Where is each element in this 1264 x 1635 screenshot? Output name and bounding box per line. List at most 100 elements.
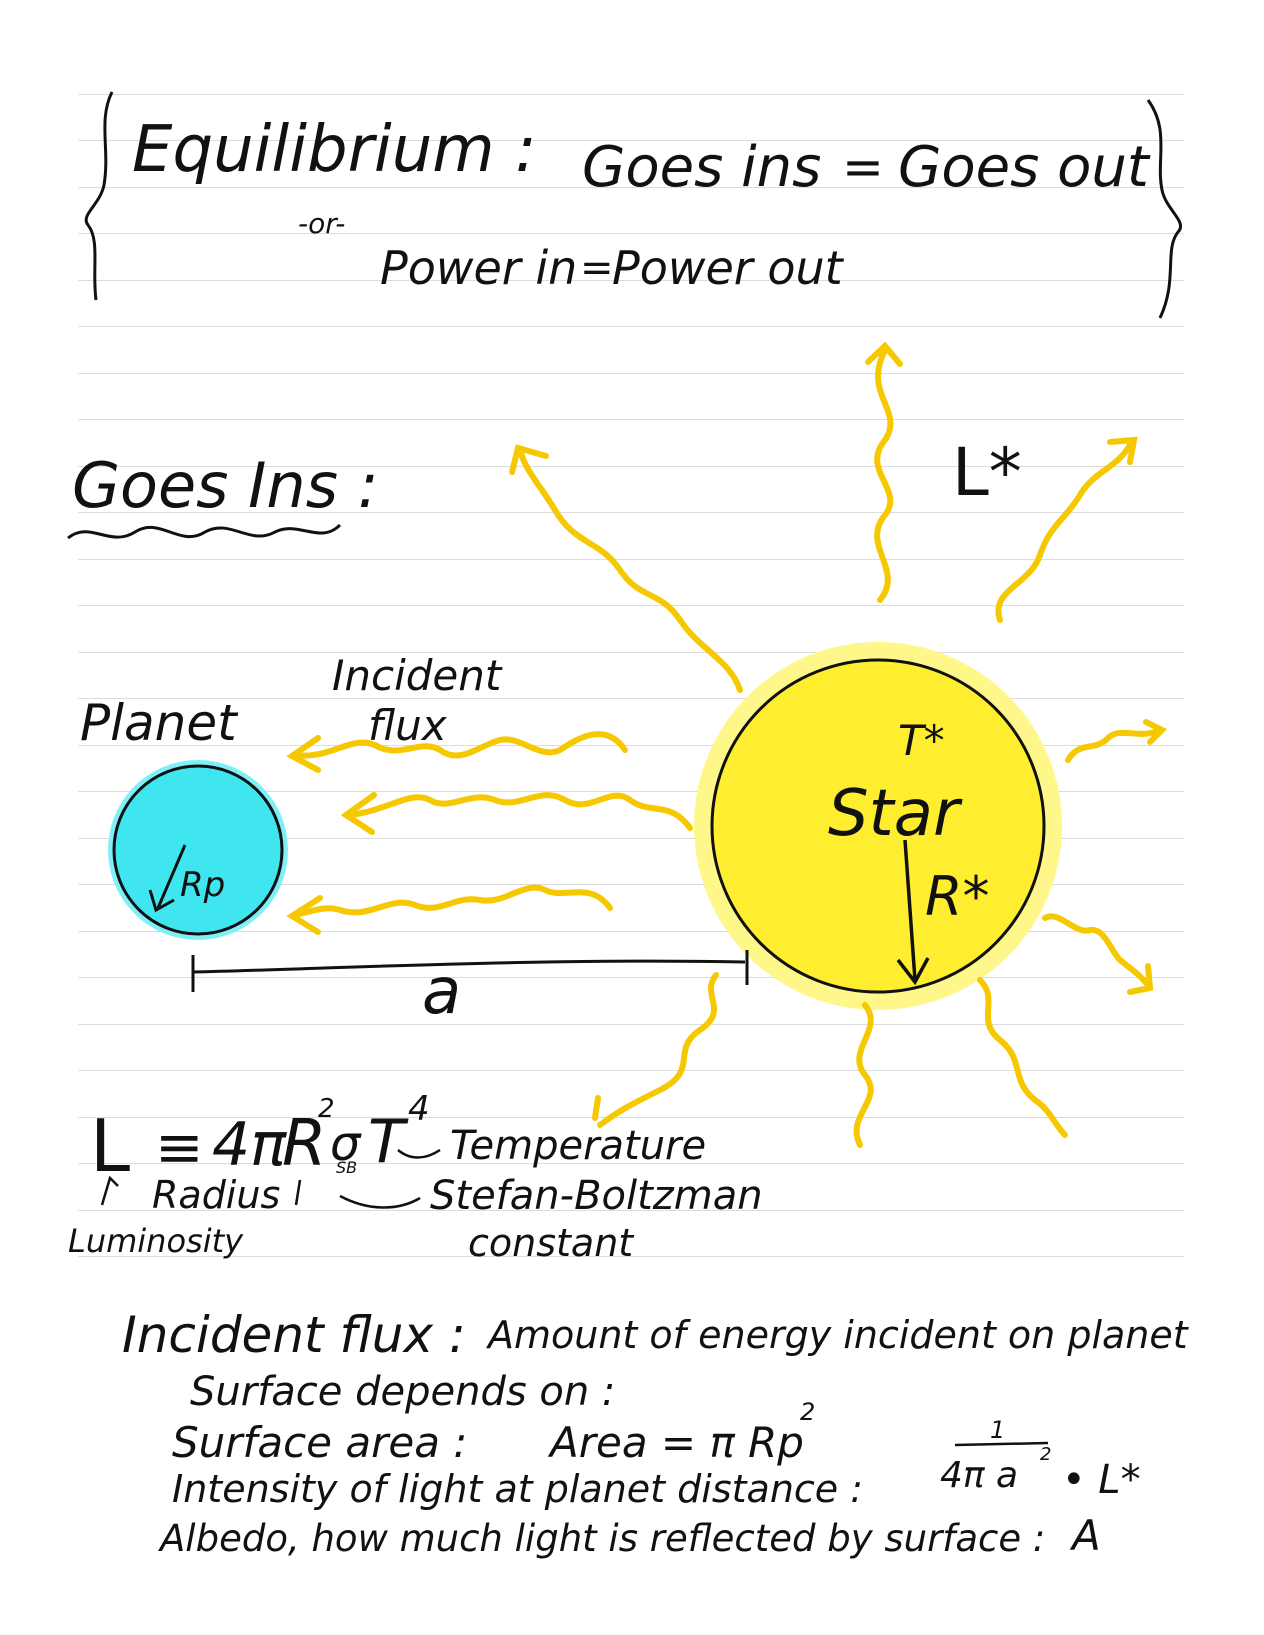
equation-T-power: 4 xyxy=(408,1089,430,1129)
equilibrium-title: Equilibrium : xyxy=(132,113,537,187)
equation-sigma-subscript: SB xyxy=(336,1158,358,1177)
star-body xyxy=(710,658,1046,994)
incident-flux-label-line1: Incident xyxy=(332,651,502,700)
ruled-line xyxy=(78,373,1184,374)
flux-ray-top xyxy=(292,731,628,759)
ray-upper-left-arrowhead xyxy=(509,444,549,475)
ray-right-arrowhead xyxy=(1143,719,1168,745)
star-rays xyxy=(509,341,1168,1148)
equation-L: L xyxy=(90,1104,131,1188)
fraction-bar xyxy=(954,1441,1049,1447)
stefan-arrow xyxy=(339,1194,421,1209)
right-brace xyxy=(1146,99,1182,319)
ruled-line xyxy=(78,605,1184,606)
intensity-luminosity: • L* xyxy=(1062,1457,1141,1503)
ruled-line xyxy=(78,1070,1184,1071)
ruled-line xyxy=(78,512,1184,513)
distance-label: a xyxy=(422,955,462,1029)
ruled-line xyxy=(78,1210,1184,1211)
incident-flux-label-line2: flux xyxy=(368,701,447,750)
planet-radius-arrowhead xyxy=(148,889,175,913)
intensity-denominator: 4π a xyxy=(940,1455,1019,1496)
ruled-line xyxy=(78,466,1184,467)
ruled-line xyxy=(78,326,1184,327)
albedo-text: Albedo, how much light is reflected by s… xyxy=(160,1517,1046,1560)
ray-down xyxy=(853,1002,874,1148)
radius-label: Radius xyxy=(152,1173,281,1217)
ray-upper-left xyxy=(517,447,743,693)
ray-lower-right-arrowhead xyxy=(1127,963,1154,995)
luminosity-label: Luminosity xyxy=(68,1222,244,1260)
incident-flux-definition: Amount of energy incident on planet xyxy=(488,1313,1188,1357)
ruled-line xyxy=(78,1163,1184,1164)
planet-body xyxy=(112,764,284,936)
star-radius-arrow xyxy=(903,839,917,981)
ruled-line xyxy=(78,1024,1184,1025)
equation-4pi: 4π xyxy=(212,1110,287,1180)
star-temperature-label: T* xyxy=(898,716,945,765)
ray-lower-right-2 xyxy=(977,977,1068,1138)
equation-sigma: σ xyxy=(330,1116,361,1172)
incident-flux-heading: Incident flux : xyxy=(122,1306,466,1364)
ruled-line xyxy=(78,559,1184,560)
ray-lower-left-tail xyxy=(592,1095,601,1121)
incident-flux-rays xyxy=(286,731,693,935)
distance-line xyxy=(192,959,746,974)
ray-upper-right-arrowhead xyxy=(1107,436,1138,465)
ruled-line xyxy=(78,233,1184,234)
power-equals: = xyxy=(580,245,614,291)
planet-radius-arrow xyxy=(156,844,187,909)
ruled-line xyxy=(78,838,1184,839)
star-label: Star xyxy=(828,777,960,851)
ruled-line xyxy=(78,977,1184,978)
or-text: -or- xyxy=(298,207,346,240)
ruled-line xyxy=(78,140,1184,141)
ruled-line xyxy=(78,419,1184,420)
goes-ins-heading: Goes Ins : xyxy=(72,449,379,522)
flux-ray-top-arrowhead xyxy=(286,735,321,773)
header-equals: = xyxy=(842,138,884,196)
ruled-line xyxy=(78,280,1184,281)
ruled-line xyxy=(78,1117,1184,1118)
intensity-numerator: 1 xyxy=(990,1416,1006,1444)
star-radius-arrowhead xyxy=(896,957,930,986)
surface-depends-text: Surface depends on : xyxy=(190,1369,616,1415)
goes-ins-text: Goes ins xyxy=(582,135,822,200)
goes-out-text: Goes out xyxy=(898,135,1149,200)
planet-radius-label: Rp xyxy=(180,865,226,905)
ray-right xyxy=(1065,727,1163,763)
planet-label: Planet xyxy=(80,694,237,752)
luminosity-arrow xyxy=(100,1175,119,1206)
intensity-text: Intensity of light at planet distance : xyxy=(172,1467,864,1511)
ruled-line xyxy=(78,745,1184,746)
left-brace xyxy=(84,91,114,301)
equation-T: T xyxy=(368,1107,405,1177)
luminosity-symbol: L* xyxy=(952,434,1022,511)
surface-area-text: Surface area : xyxy=(172,1418,468,1467)
ray-up-arrowhead xyxy=(865,341,903,367)
ruled-line xyxy=(78,94,1184,95)
ray-lower-left xyxy=(597,972,719,1128)
equation-R-squared: 2 xyxy=(318,1094,335,1124)
star-radius-label: R* xyxy=(925,865,990,928)
intensity-denominator-squared: 2 xyxy=(1040,1444,1052,1465)
temperature-arrow xyxy=(397,1148,441,1159)
temperature-label: Temperature xyxy=(450,1123,707,1169)
flux-ray-bottom xyxy=(292,884,613,918)
ray-lower-right xyxy=(1042,913,1151,988)
radius-arrow xyxy=(294,1179,302,1206)
power-in-text: Power in xyxy=(380,241,578,295)
area-formula-squared: 2 xyxy=(800,1398,816,1426)
ruled-line xyxy=(78,1256,1184,1257)
ray-up xyxy=(874,347,894,603)
ruled-line xyxy=(78,884,1184,885)
equation-identity: ≡ xyxy=(155,1113,204,1181)
flux-ray-mid xyxy=(347,792,693,831)
albedo-symbol: A xyxy=(1072,1511,1101,1560)
equation-R: R xyxy=(282,1107,327,1181)
ruled-line xyxy=(78,652,1184,653)
area-formula: Area = π Rp xyxy=(550,1418,804,1467)
flux-ray-bottom-arrowhead xyxy=(286,895,323,935)
